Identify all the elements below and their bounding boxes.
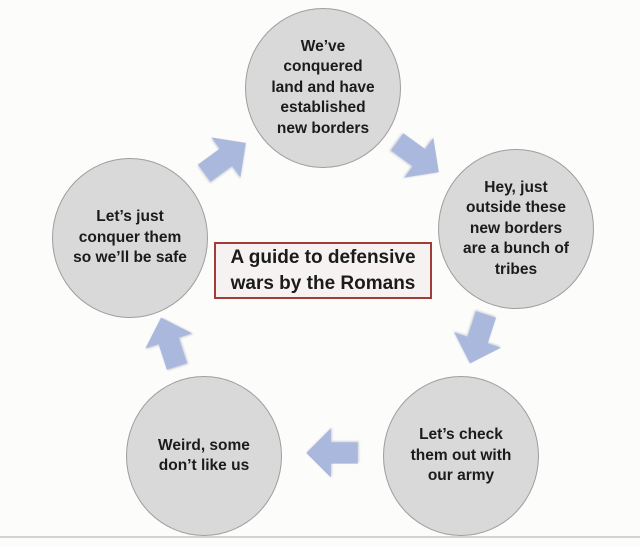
diagram-title-box: A guide to defensive wars by the Romans (214, 242, 432, 299)
cycle-node-dont-like-us: Weird, some don’t like us (126, 376, 282, 536)
arrow-top-to-right-icon (379, 118, 457, 196)
arrow-left-to-top-icon (186, 119, 264, 197)
cycle-node-tribes-outside: Hey, just outside these new borders are … (438, 149, 594, 309)
arrow-right-to-bottom-right-icon (443, 304, 514, 375)
arrow-bottom-right-to-bottom-left-icon (304, 425, 360, 481)
arrow-bottom-left-to-left-icon (134, 307, 205, 378)
cycle-node-label: We’ve conquered land and have establishe… (271, 37, 375, 137)
cycle-node-check-with-army: Let’s check them out with our army (383, 376, 539, 536)
slide-bottom-edge (0, 536, 640, 538)
cycle-node-conquered-land: We’ve conquered land and have establishe… (245, 8, 401, 168)
cycle-node-label: Hey, just outside these new borders are … (463, 178, 569, 278)
cycle-node-conquer-safe: Let’s just conquer them so we’ll be safe (52, 158, 208, 318)
cycle-node-label: Weird, some don’t like us (158, 436, 250, 474)
cycle-node-label: Let’s check them out with our army (410, 426, 512, 485)
cycle-node-label: Let’s just conquer them so we’ll be safe (73, 208, 187, 267)
diagram-title: A guide to defensive wars by the Romans (230, 246, 416, 294)
